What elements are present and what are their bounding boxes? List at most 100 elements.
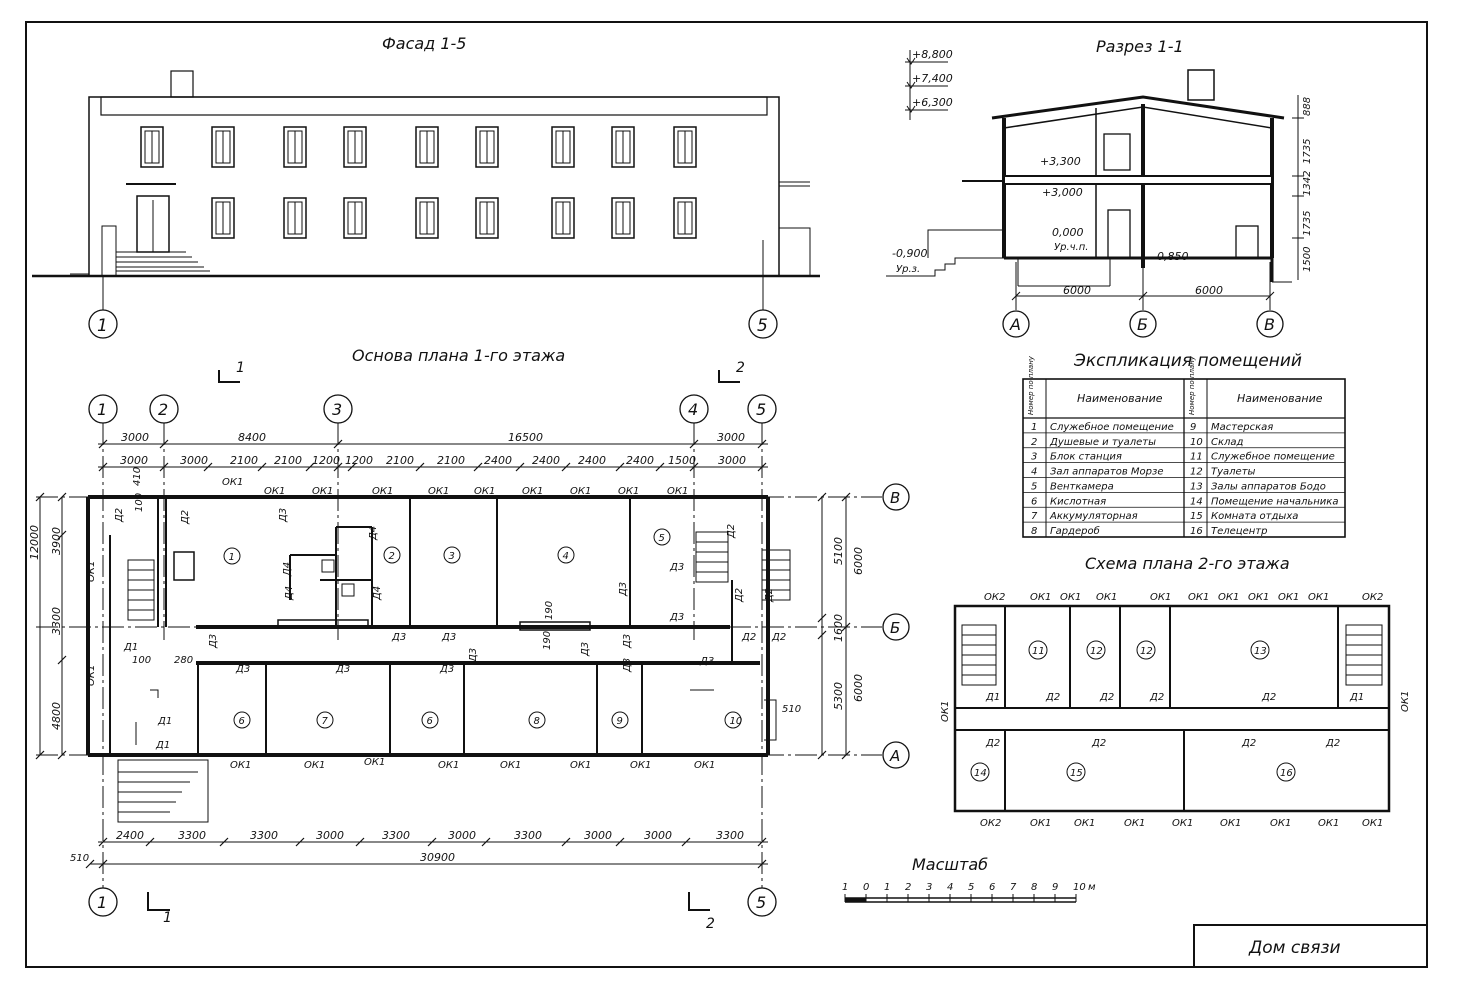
facade-window — [475, 126, 499, 168]
plan1-axis-v: В — [890, 489, 900, 507]
expl-name-right-0: Мастерская — [1211, 422, 1273, 433]
plan2-door-2: Д2 — [1099, 692, 1114, 703]
expl-num-right-2: 11 — [1190, 452, 1203, 463]
dim-top2-12: 1500 — [668, 454, 696, 467]
section-axis-b: Б — [1137, 315, 1148, 334]
room-number-1: 1 — [229, 552, 235, 563]
plan2-door-7: Д2 — [1091, 738, 1106, 749]
dim-1342: 1342 — [1302, 171, 1313, 196]
room-number-circle — [383, 546, 401, 564]
expl-name-right-2: Служебное помещение — [1211, 451, 1335, 463]
plan2-door-4: Д2 — [1261, 692, 1276, 703]
sheet-frame — [25, 21, 1428, 968]
door-label-22: Д3 — [335, 664, 350, 675]
plan2-title: Схема плана 2-го этажа — [1085, 554, 1290, 573]
level-3000: +3,000 — [1042, 186, 1083, 199]
room-number-11: 10 — [730, 716, 743, 727]
section-dim-left: 6000 — [1063, 284, 1091, 297]
dim-1500: 1500 — [1302, 247, 1313, 272]
plan2-room-3: 13 — [1254, 646, 1267, 657]
plan1-axis-4: 4 — [688, 400, 698, 419]
room-number-circle — [528, 711, 546, 729]
cut-1-bottom: 1 — [163, 910, 172, 926]
scale-tick-0: 1 — [842, 882, 848, 893]
window-top-7: ОК1 — [570, 486, 591, 497]
scale-tick-4: 3 — [926, 882, 932, 893]
plan1-axis-5-bottom: 5 — [756, 893, 766, 912]
small-dim-3: 280 — [174, 655, 193, 666]
dim-top1-0: 3000 — [121, 431, 149, 444]
expl-name-left-5: Кислотная — [1050, 496, 1106, 507]
level-floor-label: Ур.ч.п. — [1054, 242, 1088, 253]
door-label-18: Д3 — [622, 634, 633, 649]
scale-tick-3: 2 — [905, 882, 911, 893]
plan2-window-top-1: ОК1 — [1030, 592, 1051, 603]
window-top-0: ОК1 — [222, 477, 243, 488]
cut-1-top: 1 — [236, 360, 245, 376]
facade-drawing: Фасад 1-5 1 5 — [32, 34, 820, 339]
plan2-room-circle — [970, 762, 990, 782]
section-title: Разрез 1-1 — [1096, 37, 1184, 56]
section-dim-right: 6000 — [1195, 284, 1223, 297]
dim-top2-6: 2100 — [386, 454, 414, 467]
facade-window — [415, 197, 439, 239]
level-8800: +8,800 — [912, 48, 953, 61]
dim-top1-1: 8400 — [238, 431, 266, 444]
door-label-4: Д2 — [180, 510, 191, 525]
plan2-window-side-right: ОК1 — [1400, 691, 1411, 712]
scale-tick-2: 1 — [884, 882, 890, 893]
cut-2-top: 2 — [736, 360, 745, 376]
scale-tick-9: 8 — [1031, 882, 1037, 893]
facade-window — [551, 126, 575, 168]
plan2-room-1: 12 — [1090, 646, 1103, 657]
room-number-circle — [557, 546, 575, 564]
door-label-3: Д2 — [114, 508, 125, 523]
window-top-9: ОК1 — [667, 486, 688, 497]
small-dim-2: 100 — [132, 655, 151, 666]
dim-1735-top: 1735 — [1302, 139, 1313, 164]
facade-window — [673, 197, 697, 239]
door-label-1: Д1 — [157, 716, 172, 727]
dim-bottom-2: 3300 — [250, 829, 278, 842]
plan2-window-top-5: ОК1 — [1188, 592, 1209, 603]
dim-right-1600: 1600 — [832, 614, 845, 642]
expl-num-right-6: 15 — [1190, 511, 1203, 522]
title-block — [1193, 924, 1428, 968]
window-top-3: ОК1 — [372, 486, 393, 497]
plan2-door-5: Д1 — [1349, 692, 1364, 703]
plan2-room-6: 16 — [1280, 768, 1293, 779]
facade-window — [415, 126, 439, 168]
plan2-window-bottom-7: ОК1 — [1318, 818, 1339, 829]
plan2-door-6: Д2 — [985, 738, 1000, 749]
plan1-axis-5: 5 — [756, 400, 766, 419]
window-left-0: ОК1 — [86, 561, 97, 582]
plan2-room-circle — [1136, 640, 1156, 660]
dim-top2-0: 3000 — [120, 454, 148, 467]
cut-2-bottom: 2 — [706, 916, 715, 932]
door-label-27: Д4 — [282, 562, 293, 577]
section-axis-v: В — [1264, 315, 1275, 334]
plan1-axis-3: 3 — [332, 400, 342, 419]
facade-windows — [140, 126, 697, 239]
dim-top2-4: 1200 — [312, 454, 340, 467]
plan2-window-side-left: ОК1 — [940, 701, 951, 722]
dim-right-6000-bottom: 6000 — [852, 674, 865, 702]
room-number-2: 2 — [389, 551, 395, 562]
plan1-walls — [86, 495, 770, 757]
plan2-room-circle — [1086, 640, 1106, 660]
facade-window — [475, 197, 499, 239]
door-label-8: Д2 — [771, 632, 786, 643]
window-bottom-4: ОК1 — [500, 760, 521, 771]
facade-window — [611, 126, 635, 168]
plan2-room-circle — [1276, 762, 1296, 782]
scale-tick-11: 10 — [1073, 882, 1086, 893]
door-label-0: Д1 — [123, 642, 138, 653]
dim-top1-3: 3000 — [717, 431, 745, 444]
plan2-door-0: Д1 — [985, 692, 1000, 703]
door-label-15: Д3 — [618, 582, 629, 597]
door-label-16: Д3 — [669, 562, 684, 573]
level-7400: +7,400 — [912, 72, 953, 85]
